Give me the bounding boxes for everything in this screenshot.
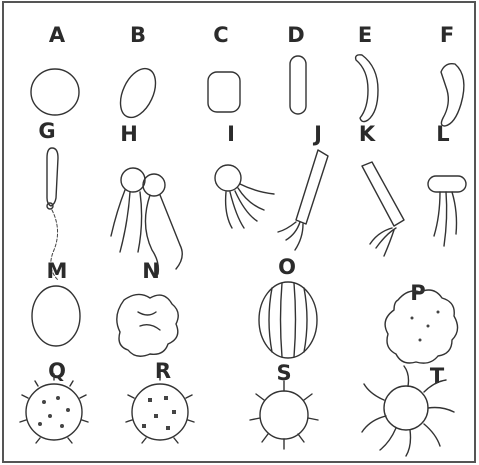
label-o: O <box>278 255 296 279</box>
shape-s-thorny <box>250 381 318 449</box>
shape-i-tufted <box>215 165 274 228</box>
label-d: D <box>287 23 304 47</box>
shape-m-ovoid <box>32 286 80 346</box>
shape-c-square <box>208 72 240 112</box>
label-r: R <box>155 359 171 383</box>
label-b: B <box>130 23 146 47</box>
label-i: I <box>227 122 235 146</box>
shape-q-spiny-dotted <box>20 374 88 443</box>
label-e: E <box>358 23 372 47</box>
shape-k-flagellated-rod <box>362 162 404 256</box>
label-f: F <box>440 23 454 47</box>
label-a: A <box>49 23 66 47</box>
shape-d-rod <box>290 56 306 114</box>
label-t: T <box>430 364 445 388</box>
label-j: J <box>312 122 322 146</box>
label-q: Q <box>48 359 66 383</box>
label-l: L <box>436 122 449 146</box>
label-n: N <box>142 259 160 283</box>
shape-e-curved-rod <box>356 55 378 122</box>
shape-a-round <box>31 69 79 115</box>
label-k: K <box>359 122 376 146</box>
label-p: P <box>410 281 425 305</box>
shape-j-stalked-rod <box>278 150 328 250</box>
shape-f-comma <box>441 64 464 126</box>
label-g: G <box>38 119 55 143</box>
label-m: M <box>47 259 68 283</box>
shape-b-oval <box>113 63 162 123</box>
shape-o-ribbed <box>259 282 317 358</box>
label-c: C <box>213 23 228 47</box>
label-h: H <box>120 122 138 146</box>
shape-r-studded <box>126 374 194 443</box>
shape-l-mushroom <box>428 176 466 246</box>
shape-n-wrinkled <box>117 294 178 356</box>
